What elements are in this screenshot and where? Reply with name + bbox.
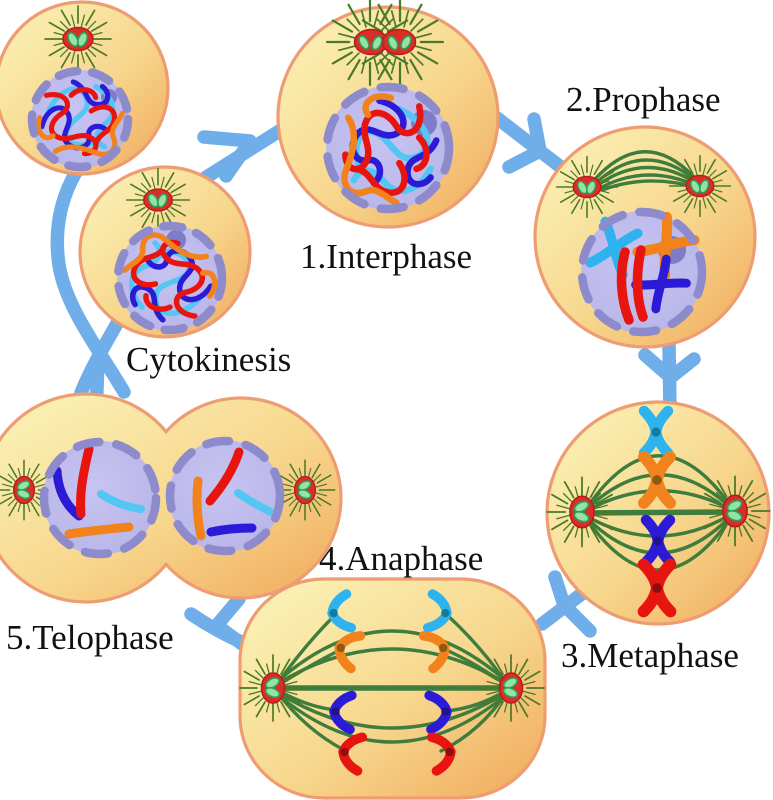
decondensing-chromosomes-right bbox=[192, 447, 279, 541]
cycle-arrows bbox=[50, 111, 701, 654]
cytokinesis-cell-a bbox=[0, 0, 170, 176]
label-prophase: 2.Prophase bbox=[566, 80, 721, 119]
arrow-prophase-to-metaphase bbox=[638, 338, 701, 417]
label-cytokinesis: Cytokinesis bbox=[126, 340, 291, 379]
nuclear-envelope bbox=[27, 66, 133, 172]
nuclear-envelope bbox=[322, 82, 454, 214]
nuclear-envelope-left bbox=[39, 437, 161, 559]
nuclear-envelope bbox=[113, 221, 227, 335]
anaphase-cell bbox=[238, 577, 547, 800]
nuclear-envelope bbox=[577, 207, 707, 337]
stage-labels: 1.Interphase 2.Prophase 3.Metaphase 4.An… bbox=[6, 80, 739, 675]
label-telophase: 5.Telophase bbox=[6, 618, 174, 657]
telophase-cell bbox=[0, 392, 343, 604]
label-interphase: 1.Interphase bbox=[300, 237, 472, 276]
decondensing-chromosomes-left bbox=[52, 444, 145, 539]
nuclear-envelope-right bbox=[165, 436, 285, 556]
aligned-chromosomes bbox=[644, 411, 671, 612]
condensed-chromosomes bbox=[590, 217, 694, 325]
metaphase-cell bbox=[545, 400, 771, 626]
label-metaphase: 3.Metaphase bbox=[561, 636, 739, 675]
label-anaphase: 4.Anaphase bbox=[319, 539, 483, 578]
prophase-cell bbox=[533, 125, 757, 349]
cytokinesis-cell-b bbox=[78, 165, 252, 339]
interphase-cell bbox=[276, 0, 500, 229]
arrow-interphase-to-prophase bbox=[490, 111, 569, 175]
separating-chromatids bbox=[327, 594, 456, 771]
